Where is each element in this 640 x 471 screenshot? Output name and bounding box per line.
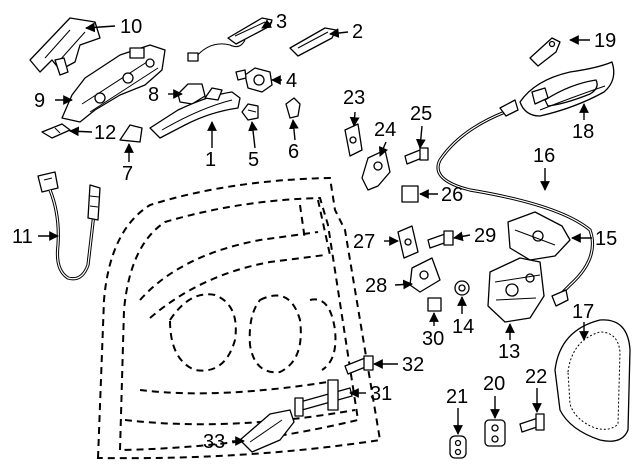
part-31-door-check — [294, 379, 353, 417]
part-32-bolt — [344, 355, 374, 375]
callout-4: 4 — [286, 70, 297, 92]
callout-33: 33 — [203, 431, 225, 453]
callout-11: 11 — [12, 226, 33, 248]
part-26-pad — [401, 185, 419, 203]
part-23-hinge-plate — [344, 123, 363, 157]
leader-lines — [38, 19, 592, 446]
callout-25: 25 — [410, 103, 432, 125]
callout-2: 2 — [352, 21, 363, 43]
part-18-interior-handle — [519, 61, 615, 117]
part-27-check-plate — [397, 225, 419, 259]
callout-20: 20 — [483, 373, 505, 395]
callout-27: 27 — [353, 231, 375, 253]
part-25-bolt — [404, 147, 429, 165]
part-22-screw — [519, 413, 545, 433]
part-13-latch — [487, 257, 545, 323]
callout-9: 9 — [34, 90, 45, 112]
callout-16: 16 — [533, 145, 555, 167]
part-11-cable-assembly — [37, 171, 101, 281]
callout-3: 3 — [276, 11, 287, 33]
callout-6: 6 — [288, 141, 299, 163]
part-9-handle-carrier — [61, 44, 166, 123]
door-shell-outline — [96, 176, 382, 460]
callout-7: 7 — [122, 163, 133, 185]
part-19-bezel — [529, 37, 561, 67]
callout-28: 28 — [365, 275, 387, 297]
callout-8: 8 — [148, 84, 159, 106]
part-28-lower-hinge — [409, 257, 441, 293]
part-4-lock-cylinder — [235, 67, 273, 93]
part-21-button — [449, 435, 467, 459]
callout-24: 24 — [374, 119, 396, 141]
callout-14: 14 — [452, 316, 474, 338]
part-1-exterior-handle — [149, 87, 241, 139]
callout-12: 12 — [94, 122, 116, 144]
part-16-release-cable — [436, 99, 595, 307]
callout-10: 10 — [120, 16, 142, 38]
callout-13: 13 — [498, 341, 520, 363]
callout-19: 19 — [594, 30, 616, 52]
callout-30: 30 — [422, 328, 444, 350]
part-7-handle-cap — [119, 124, 143, 143]
callout-26: 26 — [441, 184, 463, 206]
part-3-handle-cover — [227, 17, 273, 45]
part-2-handle-trim — [289, 27, 337, 57]
callout-17: 17 — [572, 301, 594, 323]
part-5-cylinder-cap — [241, 103, 259, 121]
part-15-latch-bracket — [507, 211, 571, 261]
callout-32: 32 — [402, 354, 424, 376]
callout-21: 21 — [446, 386, 468, 408]
callout-18: 18 — [572, 121, 594, 143]
callout-23: 23 — [343, 87, 365, 109]
callout-29: 29 — [474, 225, 496, 247]
part-29-bolt — [427, 230, 454, 249]
callout-numbers: 10 9 3 2 4 8 1 5 6 7 12 11 19 18 16 23 2… — [12, 11, 617, 453]
part-4-lock-cylinder-wire — [187, 39, 246, 62]
callout-1: 1 — [205, 149, 216, 171]
part-12-clip — [41, 123, 71, 139]
part-24-hinge — [361, 149, 391, 191]
part-30-pad — [427, 297, 442, 312]
part-17-speaker-grille — [554, 319, 631, 442]
part-33-cover — [239, 409, 295, 453]
callout-31: 31 — [370, 383, 392, 405]
part-10-bracket — [29, 17, 101, 76]
callout-5: 5 — [248, 149, 259, 171]
part-8-handle-pad — [177, 83, 206, 105]
part-14-screw — [454, 280, 470, 296]
part-20-striker — [484, 419, 506, 447]
callout-22: 22 — [525, 366, 547, 388]
part-6-seal — [285, 97, 301, 119]
callout-15: 15 — [595, 228, 617, 250]
